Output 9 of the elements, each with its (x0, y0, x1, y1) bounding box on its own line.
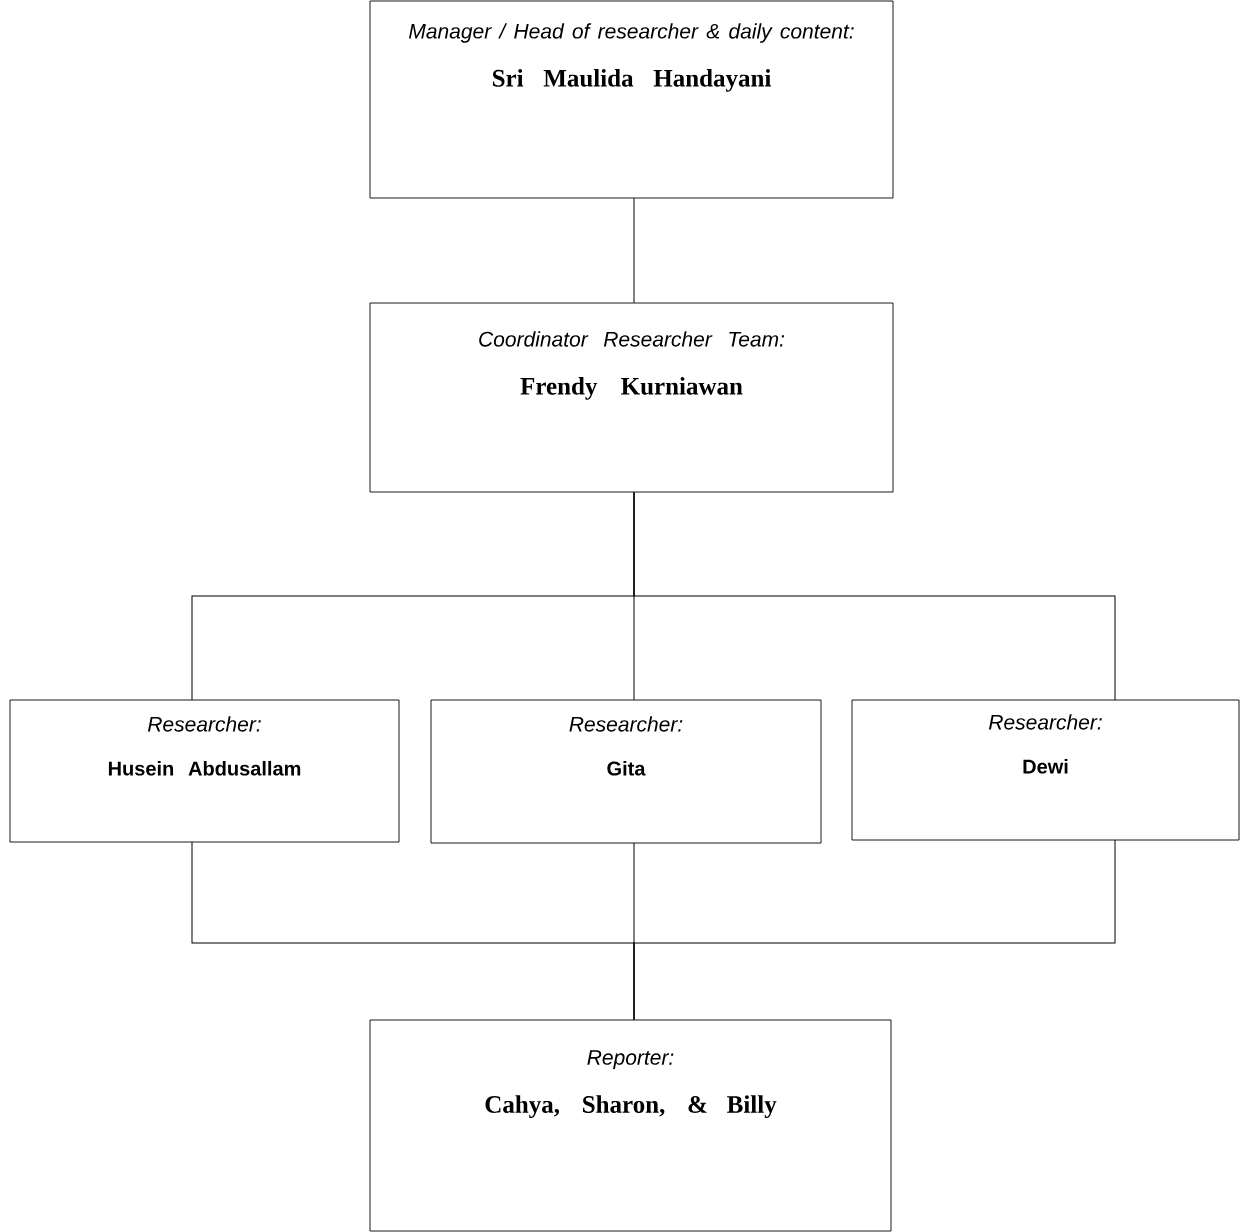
connector-line (633, 491, 1116, 701)
org-box: Coordinator Researcher Team: Frendy Kurniawan (369, 302, 894, 493)
org-box: Reporter: Cahya, Sharon, & Billy (369, 1019, 892, 1232)
connector-line (633, 197, 635, 304)
connector-line (633, 839, 1116, 1021)
org-box: Researcher: Gita (430, 699, 822, 844)
org-box: Researcher: Husein Abdusallam (9, 699, 400, 843)
org-box: Manager / Head of researcher & daily content: Sri Maulida Handayani (369, 0, 894, 199)
org-box: Researcher: Dewi (851, 699, 1240, 841)
